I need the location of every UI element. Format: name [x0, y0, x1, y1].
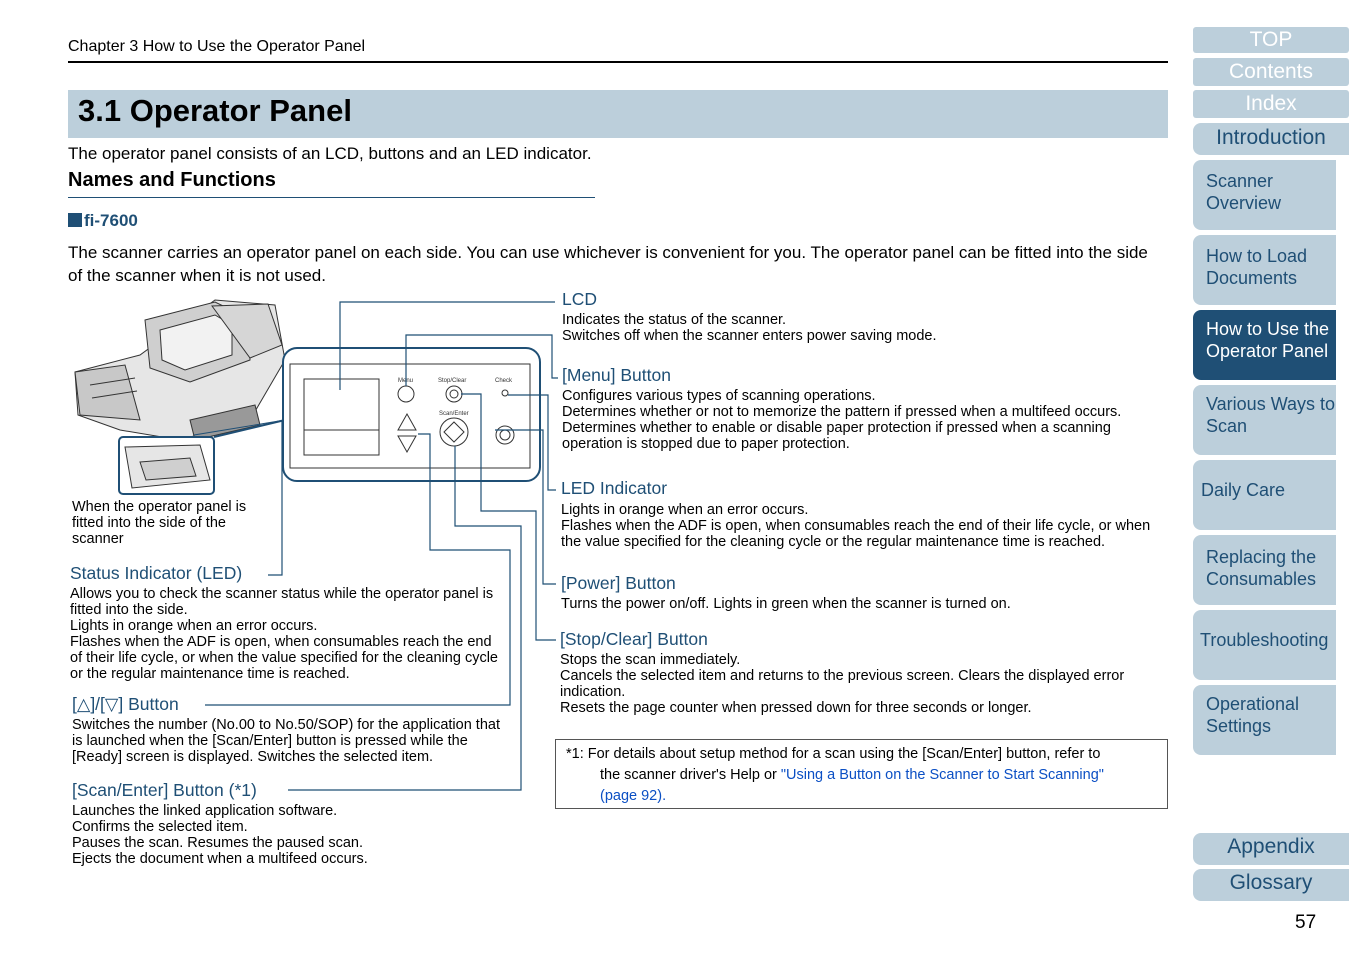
- power-button-desc: Turns the power on/off. Lights in green …: [561, 596, 1011, 612]
- inset-caption: When the operator panel is fitted into t…: [72, 499, 247, 547]
- lcd-desc: Indicates the status of the scanner.Swit…: [562, 312, 937, 344]
- page-title: 3.1 Operator Panel: [78, 93, 352, 128]
- check-led-icon: [501, 389, 509, 397]
- footnote-page-link[interactable]: (page 92): [600, 788, 663, 804]
- subsection-heading: fi-7600: [68, 211, 138, 231]
- power-button-label: [Power] Button: [561, 573, 676, 593]
- menu-button-desc: Configures various types of scanning ope…: [562, 388, 1122, 452]
- power-button-icon: [495, 425, 515, 445]
- led-indicator-label: LED Indicator: [561, 478, 668, 498]
- chapter-header: Chapter 3 How to Use the Operator Panel: [68, 38, 366, 55]
- square-bullet-icon: [68, 213, 82, 227]
- header-rule: [68, 61, 1168, 63]
- nav-troubleshooting-tab[interactable]: Troubleshooting: [1193, 610, 1336, 680]
- menu-button-icon: [397, 385, 415, 403]
- stop-clear-desc: Stops the scan immediately.Cancels the s…: [560, 652, 1125, 716]
- stop-panel-label: Stop/Clear: [438, 378, 466, 384]
- subsection-label: fi-7600: [84, 211, 138, 230]
- lcd-label: LCD: [562, 289, 598, 309]
- footnote-line-2: the scanner driver's Help or "Using a Bu…: [600, 767, 1104, 783]
- up-button-icon: [397, 412, 417, 431]
- lcd-screen: [303, 378, 380, 456]
- scan-panel-label: Scan/Enter: [439, 411, 469, 417]
- footnote-link[interactable]: "Using a Button on the Scanner to Start …: [780, 767, 1104, 783]
- nav-glossary-tab[interactable]: Glossary: [1193, 869, 1349, 901]
- updown-button-label: [△]/[▽] Button: [72, 694, 179, 714]
- scan-enter-desc: Launches the linked application software…: [72, 803, 368, 867]
- check-panel-label: Check: [495, 378, 513, 384]
- description-paragraph: The scanner carries an operator panel on…: [68, 243, 1148, 285]
- down-button-icon: [397, 435, 417, 454]
- scan-enter-label: [Scan/Enter] Button (*1): [72, 780, 257, 800]
- nav-daily-care-tab[interactable]: Daily Care: [1193, 460, 1336, 530]
- title-bar: [68, 90, 1168, 138]
- intro-text: The operator panel consists of an LCD, b…: [68, 144, 592, 163]
- leader-lines: [205, 301, 558, 791]
- section-rule: [68, 197, 595, 198]
- section-heading: Names and Functions: [68, 169, 276, 191]
- footnote-line-3: (page 92).: [600, 788, 667, 804]
- inset-illustration: [124, 444, 211, 489]
- status-indicator-desc: Allows you to check the scanner status w…: [70, 586, 498, 682]
- footnote-box: *1: For details about setup method for a…: [555, 739, 1168, 809]
- nav-top-button[interactable]: TOP: [1193, 27, 1349, 53]
- updown-button-desc: Switches the number (No.00 to No.50/SOP)…: [72, 717, 500, 765]
- status-indicator-label: Status Indicator (LED): [70, 563, 243, 583]
- page-number: 57: [1295, 912, 1317, 933]
- led-indicator-desc: Lights in orange when an error occurs.Fl…: [561, 502, 1151, 550]
- menu-button-label: [Menu] Button: [562, 365, 671, 385]
- stop-clear-label: [Stop/Clear] Button: [560, 629, 708, 649]
- operator-panel-figure: Menu Stop/Clear Check Scan/Enter: [74, 299, 558, 791]
- nav-appendix-tab[interactable]: Appendix: [1193, 833, 1349, 865]
- scanner-illustration: [74, 299, 286, 441]
- nav-contents-button[interactable]: Contents: [1193, 58, 1349, 86]
- nav-index-button[interactable]: Index: [1193, 90, 1349, 118]
- nav-introduction-tab[interactable]: Introduction: [1193, 123, 1349, 155]
- stop-button-icon: [445, 385, 463, 403]
- footnote-line-1: *1: For details about setup method for a…: [566, 746, 1101, 762]
